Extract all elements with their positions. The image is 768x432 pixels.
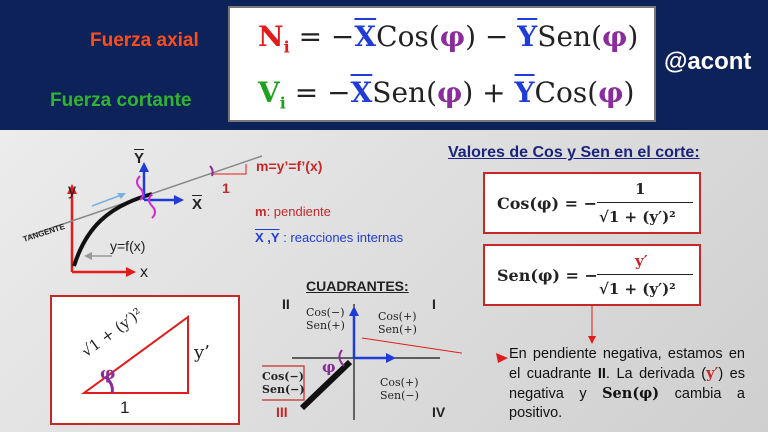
curve-diagram: TANGENTE <box>22 155 263 277</box>
xbar-arrow-head <box>174 195 184 205</box>
quadrant-iv-signs: Cos(+)Sen(−) <box>380 376 419 402</box>
cos-lhs: Cos(φ) = − <box>497 194 597 213</box>
blue-tangent-arrow <box>91 193 125 207</box>
formula-axial: Ni = −XCos(φ) − YSen(φ) <box>258 20 639 57</box>
quadrants-title: CUADRANTES: <box>306 278 409 294</box>
slope-label: m=y’=f’(x) <box>256 158 323 174</box>
sen-fraction-bar <box>597 274 693 275</box>
m-description: m: pendiente <box>255 204 331 219</box>
sen-formula-box: Sen(φ) = − y′ √1 + (y′)² <box>483 244 701 306</box>
cos-denominator: √1 + (y′)² <box>599 208 676 226</box>
function-label: y=f(x) <box>110 238 146 254</box>
quadrant-pointer-head <box>496 353 508 363</box>
sen-numerator: y′ <box>635 252 648 270</box>
quadrant-angle-arc <box>338 349 345 367</box>
sen-lhs: Sen(φ) = − <box>497 266 598 285</box>
slope-angle-arc <box>209 165 214 177</box>
y-axis-label: y <box>68 182 76 199</box>
xbar-label: X <box>192 196 203 213</box>
quadrant-i: I <box>432 296 436 312</box>
section-bracket-right <box>148 193 156 219</box>
xy-description: X ,Y : reacciones internas <box>255 230 404 245</box>
quadrant-diagram <box>262 304 462 420</box>
axial-label: Fuerza axial <box>90 30 199 51</box>
quadrant-ii-signs: Cos(−)Sen(+) <box>306 306 345 332</box>
formula-cortante: Vi = −XSen(φ) + YCos(φ) <box>258 76 635 113</box>
section-bracket-left <box>136 175 144 201</box>
quadrant-iii-highlight <box>262 365 305 401</box>
quadrant-member <box>299 359 353 411</box>
negative-slope-note: En pendiente negativa, estamos en el cua… <box>509 346 745 421</box>
cos-fraction-bar <box>597 202 693 203</box>
pointer-line <box>361 337 462 354</box>
tangent-label: TANGENTE <box>22 222 67 244</box>
slope-one-label: 1 <box>222 180 230 196</box>
quadrant-iv: IV <box>432 404 446 420</box>
right-triangle <box>80 315 189 394</box>
quadrant-iii: III <box>276 404 288 420</box>
triangle-angle-arc <box>104 375 114 394</box>
sen-denominator: √1 + (y′)² <box>599 280 676 298</box>
x-axis-arrow <box>126 267 136 277</box>
quadrant-phi: φ <box>322 358 336 376</box>
note-pointer <box>588 306 596 344</box>
cortante-label: Fuerza cortante <box>50 90 192 111</box>
ybar-label: Y <box>134 150 145 167</box>
cos-numerator: 1 <box>635 180 646 198</box>
right-panel-title: Valores de Cos y Sen en el corte: <box>448 144 700 161</box>
quadrant-iii-signs: Cos(−)Sen(−) <box>262 370 305 396</box>
ybar-arrow-head <box>139 162 149 172</box>
quadrant-i-signs: Cos(+)Sen(+) <box>378 310 417 336</box>
triangle-side: y’ <box>194 342 210 363</box>
triangle-diagram <box>80 315 189 394</box>
formula-box: Ni = −XCos(φ) − YSen(φ) Vi = −XSen(φ) + … <box>228 6 656 122</box>
author-handle: @acont <box>664 48 752 75</box>
triangle-base: 1 <box>120 398 130 417</box>
function-curve <box>72 192 153 267</box>
cos-formula-box: Cos(φ) = − 1 √1 + (y′)² <box>483 172 701 234</box>
triangle-box <box>50 295 240 425</box>
y-axis-arrow <box>67 184 77 194</box>
x-axis-label: x <box>140 264 148 281</box>
triangle-angle: φ <box>100 364 116 384</box>
slope-triangle <box>212 164 247 175</box>
quadrant-ii: II <box>282 296 290 312</box>
